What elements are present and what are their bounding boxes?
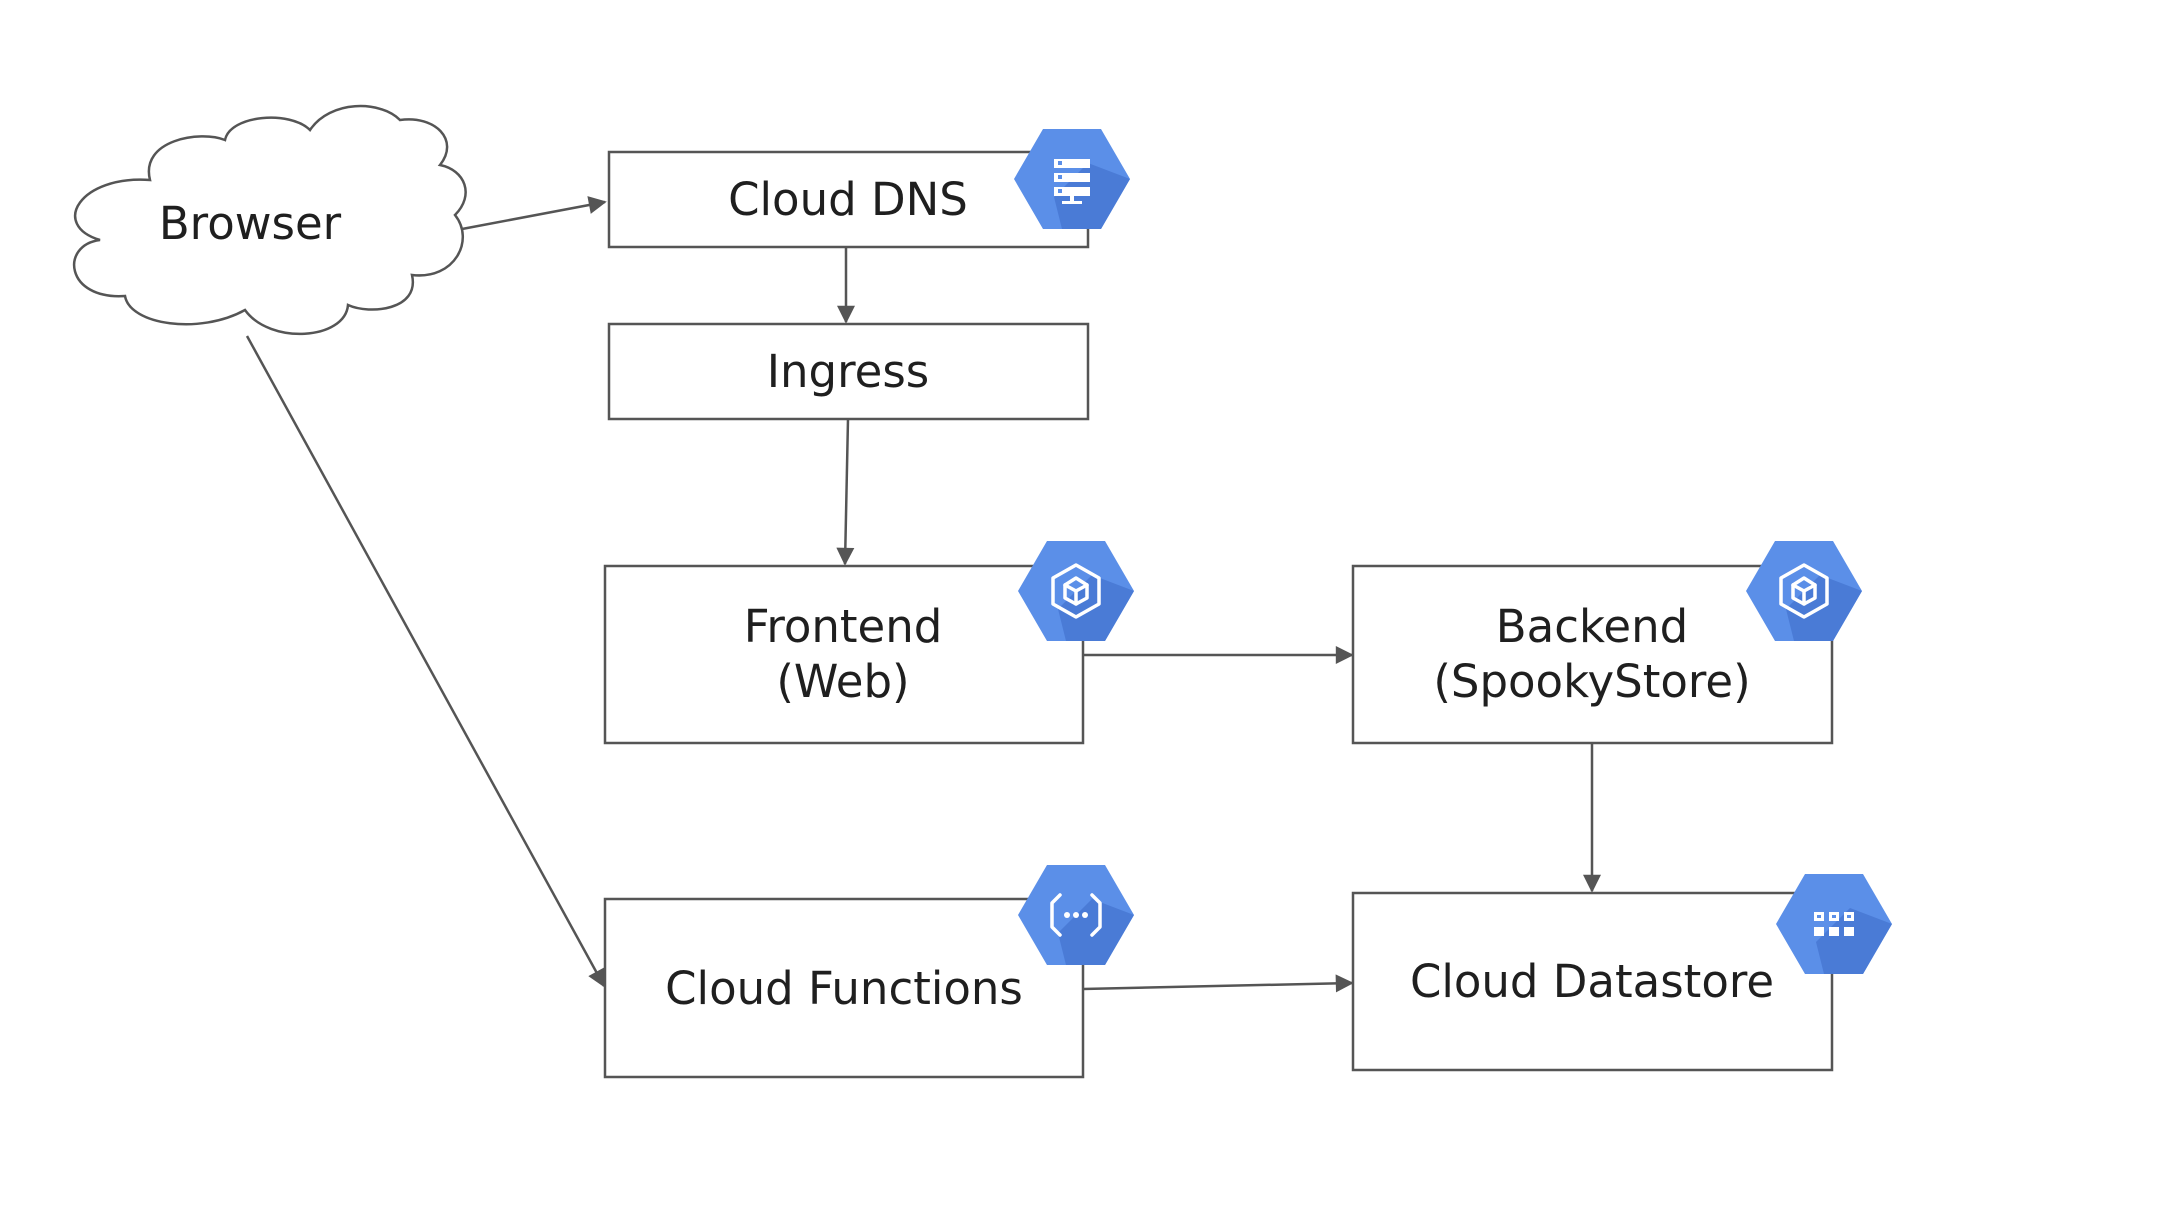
browser-cloud-shape [73, 104, 467, 336]
edge-cloud-functions-to-cloud-datastore [1082, 974, 1354, 993]
cloud-functions-box [603, 897, 1085, 1079]
cloud-datastore-box [1351, 891, 1834, 1072]
edge-ingress-to-frontend [836, 418, 855, 566]
cloud-dns-icon [1014, 129, 1130, 229]
cloud-dns-label: Cloud DNS [728, 173, 968, 226]
backend-label-line1: Backend [1496, 600, 1688, 653]
frontend-box [603, 564, 1085, 745]
frontend-node[interactable]: Frontend (Web) [603, 541, 1134, 745]
backend-label-line2: (SpookyStore) [1433, 655, 1750, 708]
cloud-datastore-icon [1776, 874, 1892, 974]
frontend-label-line2: (Web) [776, 655, 909, 708]
cloud-functions-icon [1018, 865, 1134, 965]
ingress-box [607, 322, 1090, 421]
cloud-dns-node[interactable]: Cloud DNS [607, 129, 1130, 249]
edge-browser-to-cloud-dns [461, 196, 607, 231]
ingress-label: Ingress [767, 345, 929, 398]
browser-label: Browser [159, 197, 342, 250]
cloud-functions-label: Cloud Functions [665, 962, 1023, 1015]
browser-node[interactable]: Browser [73, 104, 467, 336]
cloud-dns-box [607, 150, 1090, 249]
cloud-datastore-label: Cloud Datastore [1410, 955, 1774, 1008]
kubernetes-engine-icon [1746, 541, 1862, 641]
ingress-node[interactable]: Ingress [607, 322, 1090, 421]
edge-browser-to-cloud-functions [245, 335, 606, 988]
cloud-functions-node[interactable]: Cloud Functions [603, 865, 1134, 1079]
cloud-datastore-node[interactable]: Cloud Datastore [1351, 874, 1892, 1072]
backend-node[interactable]: Backend (SpookyStore) [1351, 541, 1862, 745]
kubernetes-engine-icon [1018, 541, 1134, 641]
frontend-label-line1: Frontend [744, 600, 943, 653]
